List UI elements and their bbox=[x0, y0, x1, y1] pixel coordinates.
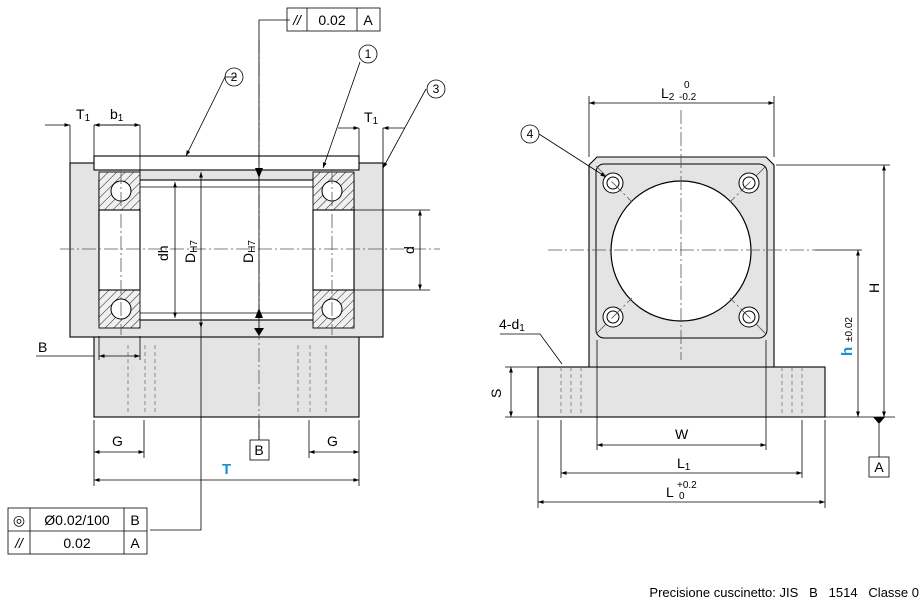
base-block bbox=[93, 327, 360, 418]
frame-bottom-value-2: 0.02 bbox=[63, 535, 90, 551]
dim-l-tol-lower: 0 bbox=[679, 491, 685, 502]
caption-grade: Classe 0 bbox=[868, 585, 919, 600]
caption-number: 1514 bbox=[828, 585, 858, 600]
dim-dh: dh bbox=[155, 245, 171, 261]
left-bearing bbox=[98, 171, 141, 329]
caption-class-letter: B bbox=[809, 585, 818, 600]
frame-top-value: 0.02 bbox=[318, 12, 345, 28]
caption-standard: JIS bbox=[779, 585, 799, 600]
dim-h-lower: h bbox=[839, 347, 856, 356]
dim-4-d1: 4-d1 bbox=[499, 316, 525, 334]
dim-g-left: G bbox=[112, 433, 123, 449]
dim-d: d bbox=[401, 246, 417, 254]
dim-t1-left: T1 bbox=[76, 106, 91, 124]
dim-l: L bbox=[666, 484, 674, 500]
caption-label: Precisione cuscinetto: bbox=[649, 585, 776, 600]
datum-b-box: B bbox=[254, 442, 263, 458]
frame-bottom-value-1: Ø0.02/100 bbox=[44, 512, 110, 528]
dim-b: B bbox=[38, 339, 47, 355]
balloon-1: 1 bbox=[365, 47, 372, 61]
dim-l2-tol-lower: -0.2 bbox=[679, 92, 697, 103]
dim-l-tol-upper: +0.2 bbox=[677, 480, 697, 491]
frame-top-datum: A bbox=[363, 12, 373, 28]
flange-cover bbox=[93, 155, 360, 171]
frame-bottom-symbol-1: ◎ bbox=[13, 512, 25, 528]
left-section-view: 1 2 3 // 0.02 A ◎ Ø0.02/100 B // 0.02 A … bbox=[7, 7, 446, 555]
dim-l1: L1 bbox=[677, 455, 691, 473]
dim-t-total: T bbox=[222, 461, 231, 478]
datum-a-box: A bbox=[874, 459, 884, 475]
right-bearing bbox=[312, 171, 355, 329]
frame-top-symbol: // bbox=[292, 12, 303, 28]
balloon-4: 4 bbox=[527, 127, 534, 141]
dim-s: S bbox=[488, 389, 504, 398]
mount-base bbox=[537, 366, 826, 418]
dim-l2-tol-upper: 0 bbox=[684, 80, 690, 91]
right-front-view: A 4 L2 0 -0.2 4-d1 H h ±0.02 S W L1 bbox=[488, 80, 895, 508]
bearing-precision-caption: Precisione cuscinetto: JIS B 1514 Classe… bbox=[649, 585, 919, 600]
dim-l2: L2 bbox=[661, 85, 675, 103]
frame-bottom-datum-1: B bbox=[130, 512, 139, 528]
dim-h-lower-tol: ±0.02 bbox=[844, 317, 855, 342]
dim-g-right: G bbox=[327, 433, 338, 449]
dim-h-upper: H bbox=[866, 283, 882, 293]
frame-bottom-datum-2: A bbox=[130, 535, 140, 551]
balloon-2: 2 bbox=[231, 70, 238, 84]
dim-t1-right: T1 bbox=[364, 109, 379, 127]
dim-dh7-right: DH7 bbox=[240, 240, 258, 263]
balloon-3: 3 bbox=[433, 82, 440, 96]
dim-dh7-left: DH7 bbox=[182, 240, 200, 263]
frame-bottom-symbol-2: // bbox=[14, 535, 25, 551]
dim-b1: b1 bbox=[110, 106, 124, 124]
dim-w: W bbox=[675, 426, 689, 442]
bore bbox=[98, 179, 355, 321]
